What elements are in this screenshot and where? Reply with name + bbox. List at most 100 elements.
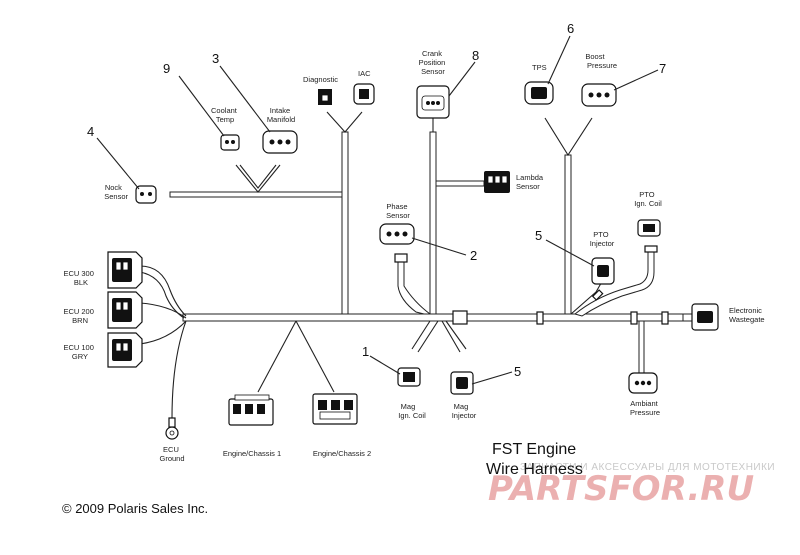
copyright-text: © 2009 Polaris Sales Inc. — [62, 501, 208, 516]
thin-wires — [139, 111, 655, 419]
chassis2-lead — [295, 320, 335, 393]
phase-sensor-connector — [379, 223, 415, 245]
harness-tie — [630, 311, 638, 325]
callout-5-mag: 5 — [514, 364, 521, 379]
label-pto-injector: PTO Injector — [590, 230, 615, 248]
label-ecu-ground: ECU Ground — [159, 445, 184, 463]
label-ecu200: ECU 200 BRN — [63, 307, 96, 325]
watermark-tagline: ЗАПЧАСТИ И АКСЕССУАРЫ ДЛЯ МОТОТЕХНИКИ — [520, 462, 775, 473]
label-knock-sensor: Nock Sensor — [104, 183, 128, 201]
title-line2: Wire Harness — [486, 461, 583, 478]
boost-pressure-connector — [581, 83, 617, 107]
mag-injector-connector — [450, 371, 474, 395]
label-tps: TPS — [532, 63, 547, 72]
label-ecu100: ECU 100 GRY — [63, 343, 96, 361]
callout-3: 3 — [212, 51, 219, 66]
label-boost-pressure: Boost Pressure — [585, 52, 617, 70]
callout-5-pto: 5 — [535, 228, 542, 243]
callout-7: 7 — [659, 61, 666, 76]
pto-coil-branch — [573, 249, 655, 317]
harness-clips — [394, 245, 669, 325]
intake-manifold-connector — [262, 130, 298, 154]
pto-ign-coil-connector — [637, 219, 661, 237]
tps-connector — [524, 81, 554, 105]
callout-9: 9 — [163, 61, 170, 76]
iac-split — [326, 111, 363, 133]
label-mag-ign-coil: Mag Ign. Coil — [398, 402, 426, 420]
watermark: ЗАПЧАСТИ И АКСЕССУАРЫ ДЛЯ МОТОТЕХНИКИ PA… — [488, 462, 775, 509]
ecu300-cable-b — [139, 271, 185, 319]
wastegate-connector — [691, 303, 719, 331]
label-lambda-sensor: Lambda Sensor — [516, 173, 545, 191]
ecu100-connector — [107, 332, 143, 368]
callout-2: 2 — [470, 248, 477, 263]
label-diagnostic: Diagnostic — [303, 75, 338, 84]
harness-tie — [591, 289, 604, 301]
harness-wires — [169, 131, 694, 374]
harness-tie — [536, 311, 544, 325]
ecu300-connector — [107, 251, 143, 289]
pto-boot — [644, 245, 658, 253]
title-line1: FST Engine — [492, 441, 576, 458]
label-electronic-wastegate: Electronic Wastegate — [729, 306, 765, 324]
label-mag-injector: Mag Injector — [452, 402, 477, 420]
tps-boost-split — [544, 117, 593, 157]
label-engine-chassis-2: Engine/Chassis 2 — [313, 449, 371, 458]
tps-riser — [564, 154, 572, 315]
label-crank-position: Crank Position Sensor — [419, 49, 448, 76]
leader-lines — [96, 35, 659, 385]
lambda-branch — [435, 180, 485, 187]
engine-chassis-2-connector — [312, 393, 358, 425]
label-engine-chassis-1: Engine/Chassis 1 — [223, 449, 281, 458]
iac-riser — [341, 131, 349, 315]
label-ambient-pressure: Ambiant Pressure — [630, 399, 660, 417]
callout-1: 1 — [362, 344, 369, 359]
ecu-ground-terminal — [165, 417, 179, 440]
label-coolant-temp: Coolant Temp — [211, 106, 239, 124]
ambient-pressure-connector — [628, 372, 658, 394]
callout-4: 4 — [87, 124, 94, 139]
main-trunk — [182, 313, 684, 322]
chassis1-lead — [257, 320, 297, 393]
watermark-brand: PARTSFOR.RU — [488, 469, 754, 509]
callout-numbers: 9 3 4 8 6 7 2 5 1 5 — [87, 21, 666, 379]
ecu100-cable — [139, 320, 187, 345]
coolant-intake-v-inner — [239, 164, 277, 189]
coolant-temp-connector — [220, 134, 240, 151]
callout-6: 6 — [567, 21, 574, 36]
engine-chassis-1-connector — [228, 394, 274, 426]
lambda-sensor-connector — [484, 171, 510, 193]
crank-position-connector — [416, 85, 450, 119]
ecu200-connector — [107, 291, 143, 329]
mag-injector-lead — [441, 320, 461, 353]
phase-branch — [397, 261, 432, 315]
ecu200-cable — [139, 302, 187, 319]
mag-ign-coil-connector — [397, 367, 421, 387]
harness-clip — [452, 310, 468, 325]
pto-injector-connector — [591, 257, 615, 285]
connectors — [107, 81, 719, 440]
diagram-title: FST Engine Wire Harness — [486, 441, 583, 478]
ambient-drop — [638, 320, 645, 374]
phase-boot — [394, 253, 408, 263]
callout-8: 8 — [472, 48, 479, 63]
label-iac: IAC — [358, 69, 371, 78]
harness-tie — [661, 311, 669, 325]
coolant-intake-v — [235, 164, 281, 193]
crank-riser — [429, 131, 437, 315]
label-intake-manifold: Intake Manifold — [267, 106, 295, 124]
label-phase-sensor: Phase Sensor — [386, 202, 410, 220]
label-pto-ign-coil: PTO Ign. Coil — [634, 190, 662, 208]
label-ecu300: ECU 300 BLK — [63, 269, 96, 287]
mag-coil-lead — [417, 320, 439, 353]
diagnostic-connector — [318, 89, 332, 105]
ground-lead — [171, 320, 187, 419]
mag-coil-lead2 — [411, 320, 431, 350]
mag-injector-lead2 — [445, 320, 467, 350]
iac-connector — [353, 83, 375, 105]
knock-sensor-connector — [135, 185, 157, 204]
component-labels: Coolant Temp Intake Manifold Diagnostic … — [63, 49, 764, 463]
ecu300-cable — [139, 265, 187, 317]
